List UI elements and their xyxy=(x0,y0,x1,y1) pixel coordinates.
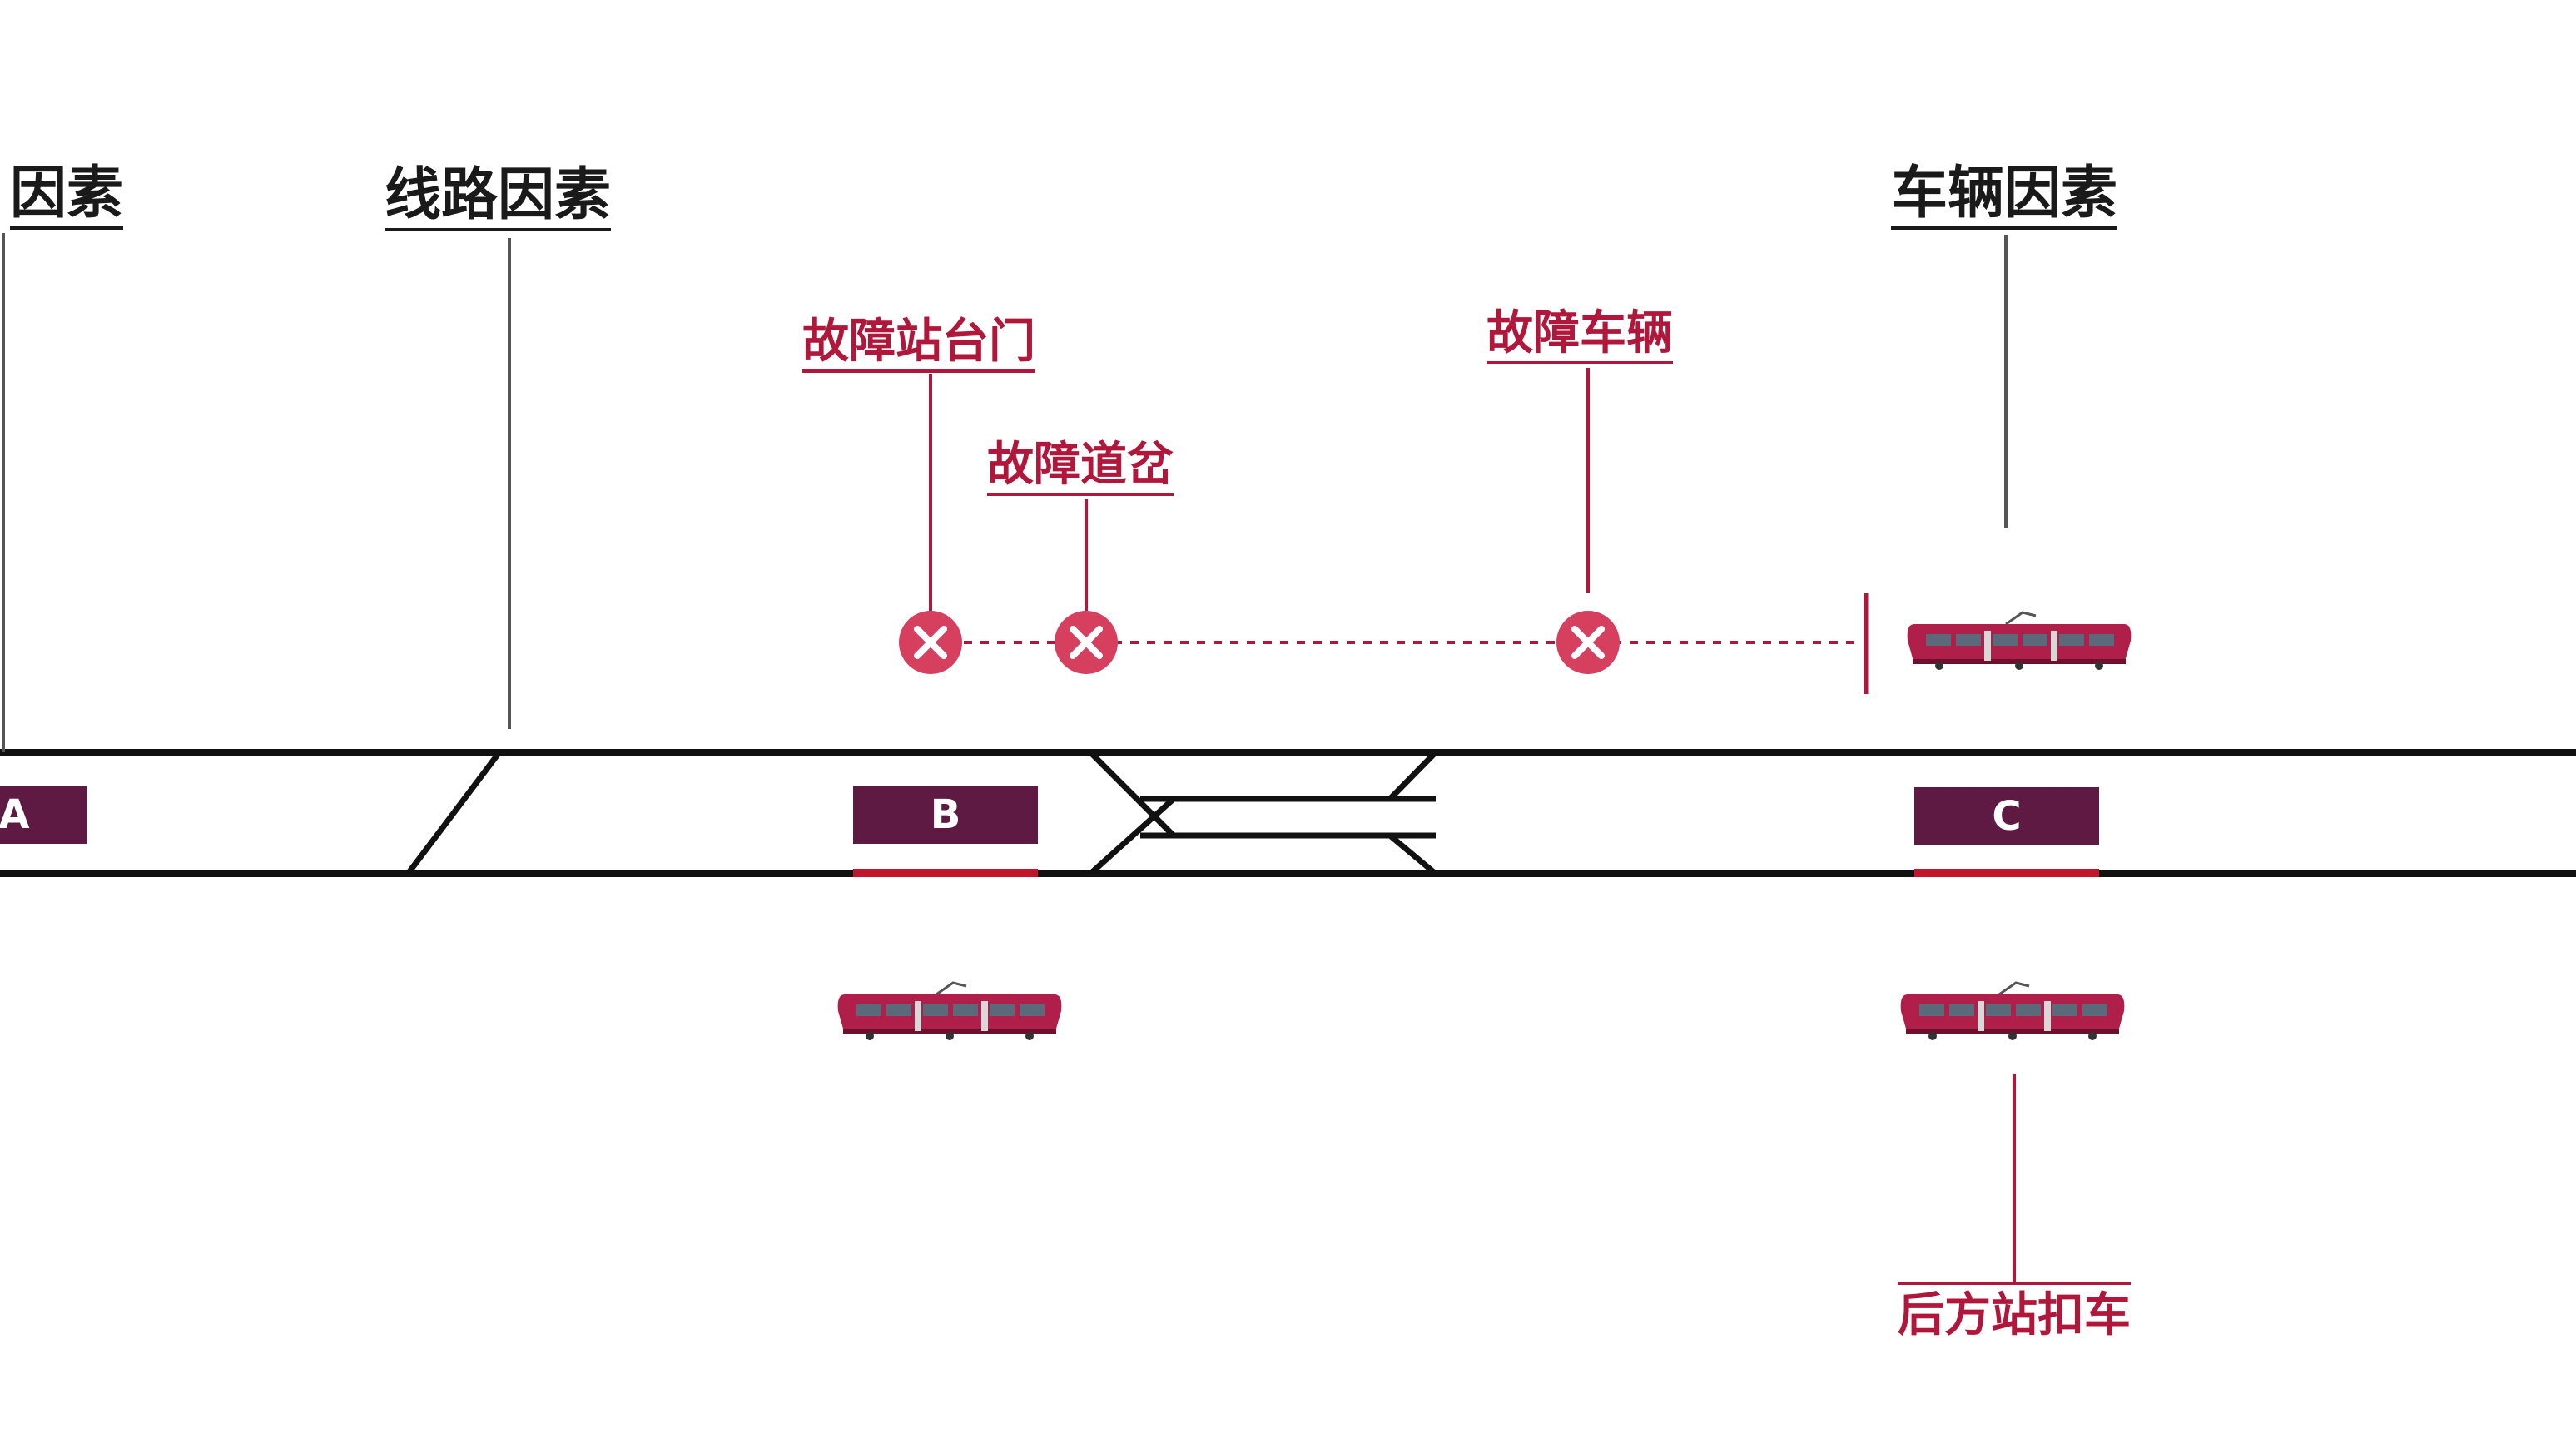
tram-icon xyxy=(1899,981,2126,1042)
station-c: C xyxy=(1914,787,2099,845)
fault-x-icon xyxy=(1556,611,1620,674)
platform-edge-b xyxy=(853,869,1038,877)
switch-area xyxy=(1088,750,1438,876)
line-factor-leader xyxy=(508,238,511,729)
hold-rear-station-label: 后方站扣车 xyxy=(1898,1282,2131,1338)
fault-psd-leader xyxy=(929,374,932,611)
left-factor-leader xyxy=(2,233,5,752)
tram-icon xyxy=(1906,611,2132,672)
line-factor-label: 线路因素 xyxy=(385,166,612,231)
tram-icon xyxy=(836,981,1063,1042)
fault-psd-label: 故障站台门 xyxy=(802,318,1035,373)
vehicle-factor-leader xyxy=(2004,235,2008,528)
station-b: B xyxy=(853,786,1038,844)
fault-switch-leader xyxy=(1085,499,1088,611)
fault-switch-label: 故障道岔 xyxy=(987,441,1174,496)
fault-vehicle-leader xyxy=(1586,368,1590,593)
station-a: A xyxy=(0,786,87,844)
fault-x-icon xyxy=(1055,611,1118,674)
fault-vehicle-label: 故障车辆 xyxy=(1487,310,1673,364)
fault-x-icon xyxy=(899,611,962,674)
left-factor-label: 因素 xyxy=(10,165,124,230)
crossover-left xyxy=(405,750,502,876)
vehicle-factor-label: 车辆因素 xyxy=(1891,165,2118,230)
hold-rear-leader xyxy=(2013,1074,2016,1282)
platform-edge-c xyxy=(1914,869,2099,877)
